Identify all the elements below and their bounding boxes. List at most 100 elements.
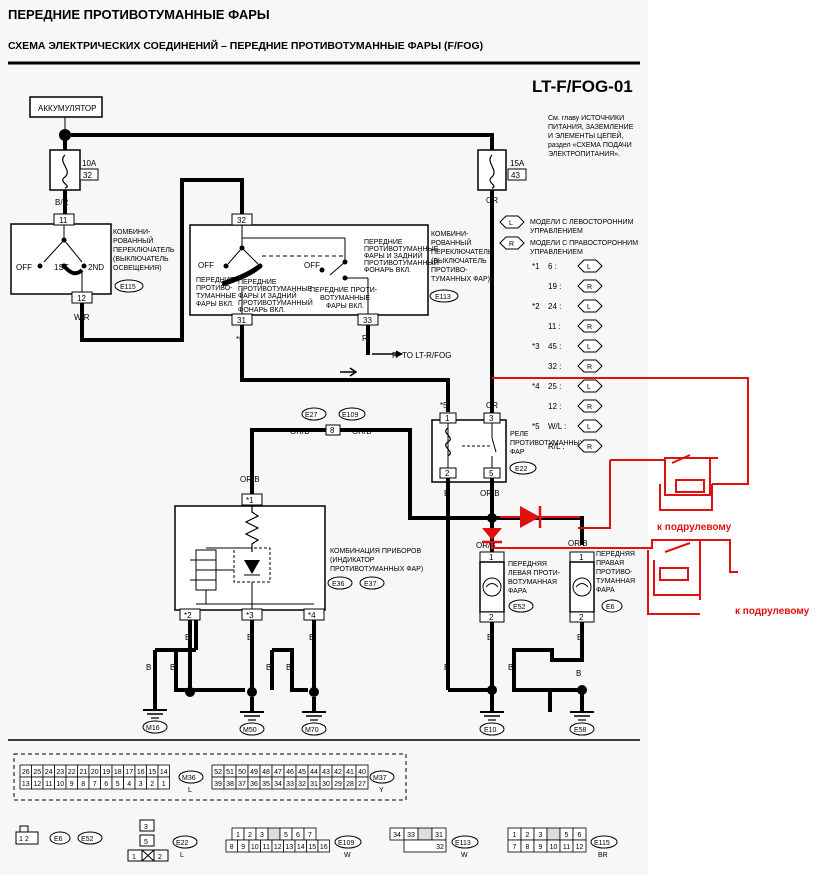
svg-text:M16: M16 [146,725,160,732]
svg-text:R: R [587,404,592,411]
svg-text:L: L [587,384,591,391]
svg-text:OR/B: OR/B [568,539,588,548]
svg-text:W: W [461,852,468,859]
svg-text:52: 52 [214,769,222,776]
svg-text:R: R [587,364,592,371]
connector-pin: 43 [319,764,333,778]
svg-text:20: 20 [91,769,99,776]
connector-e6-e52: 1 2 E6 E52 [15,825,103,845]
svg-text:10A: 10A [82,159,97,168]
svg-text:*1: *1 [246,496,254,505]
connector-pin: 2 [146,776,159,790]
svg-text:E52: E52 [81,836,94,843]
svg-text:34: 34 [274,781,282,788]
connector-pin: 19 [100,764,113,778]
svg-text:E109: E109 [338,840,354,847]
connector-e115-label: E115 BR [590,835,618,859]
connector-pin: 8 [520,839,535,853]
svg-text:8: 8 [81,781,85,788]
svg-text:22: 22 [68,769,76,776]
svg-text:4: 4 [127,781,131,788]
svg-text:M37: M37 [373,775,387,782]
svg-text:OFF: OFF [16,263,32,272]
svg-text:16: 16 [320,844,328,851]
svg-text:8: 8 [330,426,335,435]
connector-pin: 11 [260,839,273,853]
svg-text:2: 2 [445,469,450,478]
svg-text:OR/B: OR/B [476,541,496,550]
svg-text:37: 37 [238,781,246,788]
svg-text:УПРАВЛЕНИЕМ: УПРАВЛЕНИЕМ [530,249,583,256]
fog-relay: *5 OR 1 3 2 5 [431,401,507,483]
svg-text:R: R [587,284,592,291]
svg-text:(ВЫКЛЮЧАТЕЛЬ: (ВЫКЛЮЧАТЕЛЬ [431,258,487,265]
svg-text:1: 1 [132,854,136,861]
svg-text:ПЕРЕДНИЕ: ПЕРЕДНИЕ [364,239,403,246]
svg-text:ПЕРЕДНИЕ: ПЕРЕДНИЕ [196,277,235,284]
svg-text:*4: *4 [532,382,540,391]
connector-pin: 52 [211,764,225,778]
connector-pin: 7 [507,839,522,853]
connector-pin: 11 [42,776,55,790]
svg-text:R: R [587,324,592,331]
svg-text:45 :: 45 : [548,342,561,351]
svg-text:*1: *1 [532,262,540,271]
connector-pin: 31 [307,776,321,790]
svg-text:АККУМУЛЯТОР: АККУМУЛЯТОР [38,104,96,113]
svg-text:ПРОТИВО-: ПРОТИВО- [196,285,233,292]
svg-text:8: 8 [230,844,234,851]
fog-switch: 32 31 33 OFF OFF [189,213,429,326]
svg-text:W: W [344,852,351,859]
legend-row: 12 :R [548,399,603,413]
svg-text:ПЕРЕКЛЮЧАТЕЛЬ: ПЕРЕКЛЮЧАТЕЛЬ [431,249,493,256]
connector-pin: 33 [403,827,419,841]
svg-text:14: 14 [297,844,305,851]
svg-text:38: 38 [226,781,234,788]
connector-pin: 32 [403,839,447,853]
svg-text:1: 1 [579,553,584,562]
svg-text:2: 2 [150,781,154,788]
connector-pin: 32 [295,776,309,790]
fog-relay-label: РЕЛЕ ПРОТИВОТУМАННЫХ ФАР E22 [509,431,585,475]
svg-text:L: L [180,852,184,859]
page-title: ПЕРЕДНИЕ ПРОТИВОТУМАННЫЕ ФАРЫ [8,7,270,22]
connector-pin: 22 [65,764,78,778]
svg-text:УПРАВЛЕНИЕМ: УПРАВЛЕНИЕМ [530,228,583,235]
svg-text:45: 45 [298,769,306,776]
connector-pin: 39 [211,776,225,790]
connector-pin: 28 [343,776,357,790]
svg-text:B: B [247,633,252,642]
svg-text:ФАРА: ФАРА [596,587,615,594]
lighting-switch-label: КОМБИНИ- РОВАННЫЙ ПЕРЕКЛЮЧАТЕЛЬ (ВЫКЛЮЧА… [113,229,175,293]
svg-text:МОДЕЛИ С ЛЕВОСТОРОННИМ: МОДЕЛИ С ЛЕВОСТОРОННИМ [530,219,634,226]
svg-text:49: 49 [250,769,258,776]
connector-pin: 7 [88,776,101,790]
connector-pin: 13 [19,776,32,790]
connector-pin: 12 [31,776,44,790]
connector-pin: 16 [134,764,147,778]
connector-pin: 3 [533,827,548,841]
svg-text:32: 32 [436,844,444,851]
svg-text:41: 41 [346,769,354,776]
svg-text:E27: E27 [305,412,318,419]
svg-text:15: 15 [148,769,156,776]
svg-text:ФАРЫ И ЗАДНИЙ: ФАРЫ И ЗАДНИЙ [238,291,297,300]
svg-text:ПИТАНИЯ, ЗАЗЕМЛЕНИЕ: ПИТАНИЯ, ЗАЗЕМЛЕНИЕ [548,124,634,131]
ground-m70: M70 [301,711,327,736]
connector-pin: 49 [247,764,261,778]
connector-pin: 1 [507,827,522,841]
connector-pin: 44 [307,764,321,778]
svg-text:OFF: OFF [198,261,214,270]
svg-text:OR/B: OR/B [240,475,260,484]
svg-text:12: 12 [33,781,41,788]
svg-text:3: 3 [139,781,143,788]
diagram-code: LT-F/FOG-01 [532,77,633,96]
svg-text:7: 7 [308,832,312,839]
svg-text:E113: E113 [455,840,471,847]
svg-text:25 :: 25 : [548,382,561,391]
svg-text:32: 32 [83,171,92,180]
svg-text:13: 13 [285,844,293,851]
svg-text:24: 24 [45,769,53,776]
